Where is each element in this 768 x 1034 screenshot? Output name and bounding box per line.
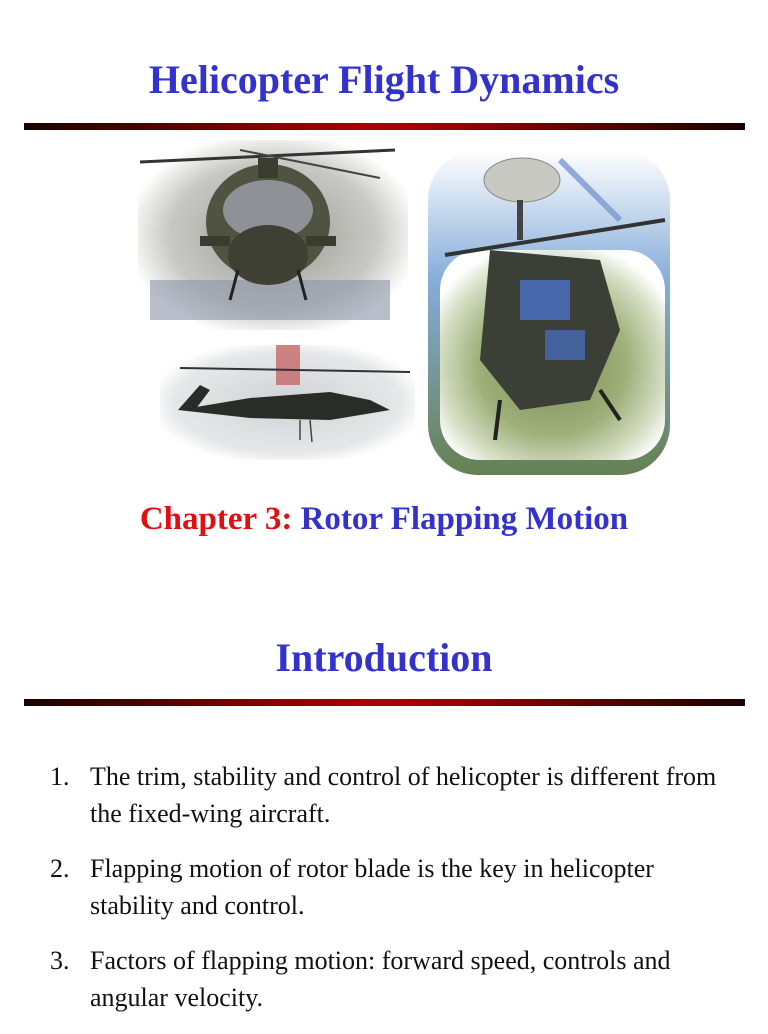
list-item-number: 3.	[50, 946, 70, 975]
list-item-text: The trim, stability and control of helic…	[90, 762, 717, 828]
list-item-number: 2.	[50, 854, 70, 883]
list-item: 2. Flapping motion of rotor blade is the…	[50, 850, 740, 924]
list-item-text: Flapping motion of rotor blade is the ke…	[90, 854, 654, 920]
section-divider	[24, 699, 745, 706]
helicopter-photo-attack	[428, 150, 670, 475]
chapter-number: Chapter 3:	[139, 501, 293, 537]
helicopter-photo-side	[160, 345, 415, 460]
list-item: 1. The trim, stability and control of he…	[50, 758, 740, 832]
title-divider	[24, 123, 745, 130]
list-item: 3. Factors of flapping motion: forward s…	[50, 942, 740, 1016]
list-item-number: 1.	[50, 762, 70, 791]
slide-title: Helicopter Flight Dynamics	[148, 57, 620, 102]
intro-point-list: 1. The trim, stability and control of he…	[50, 758, 740, 1034]
list-item-text: Factors of flapping motion: forward spee…	[90, 946, 671, 1012]
helicopter-photo-front	[138, 140, 408, 330]
section-title: Introduction	[275, 635, 493, 680]
chapter-name: Rotor Flapping Motion	[300, 501, 629, 537]
chapter-heading: Chapter 3: Rotor Flapping Motion	[0, 496, 768, 542]
